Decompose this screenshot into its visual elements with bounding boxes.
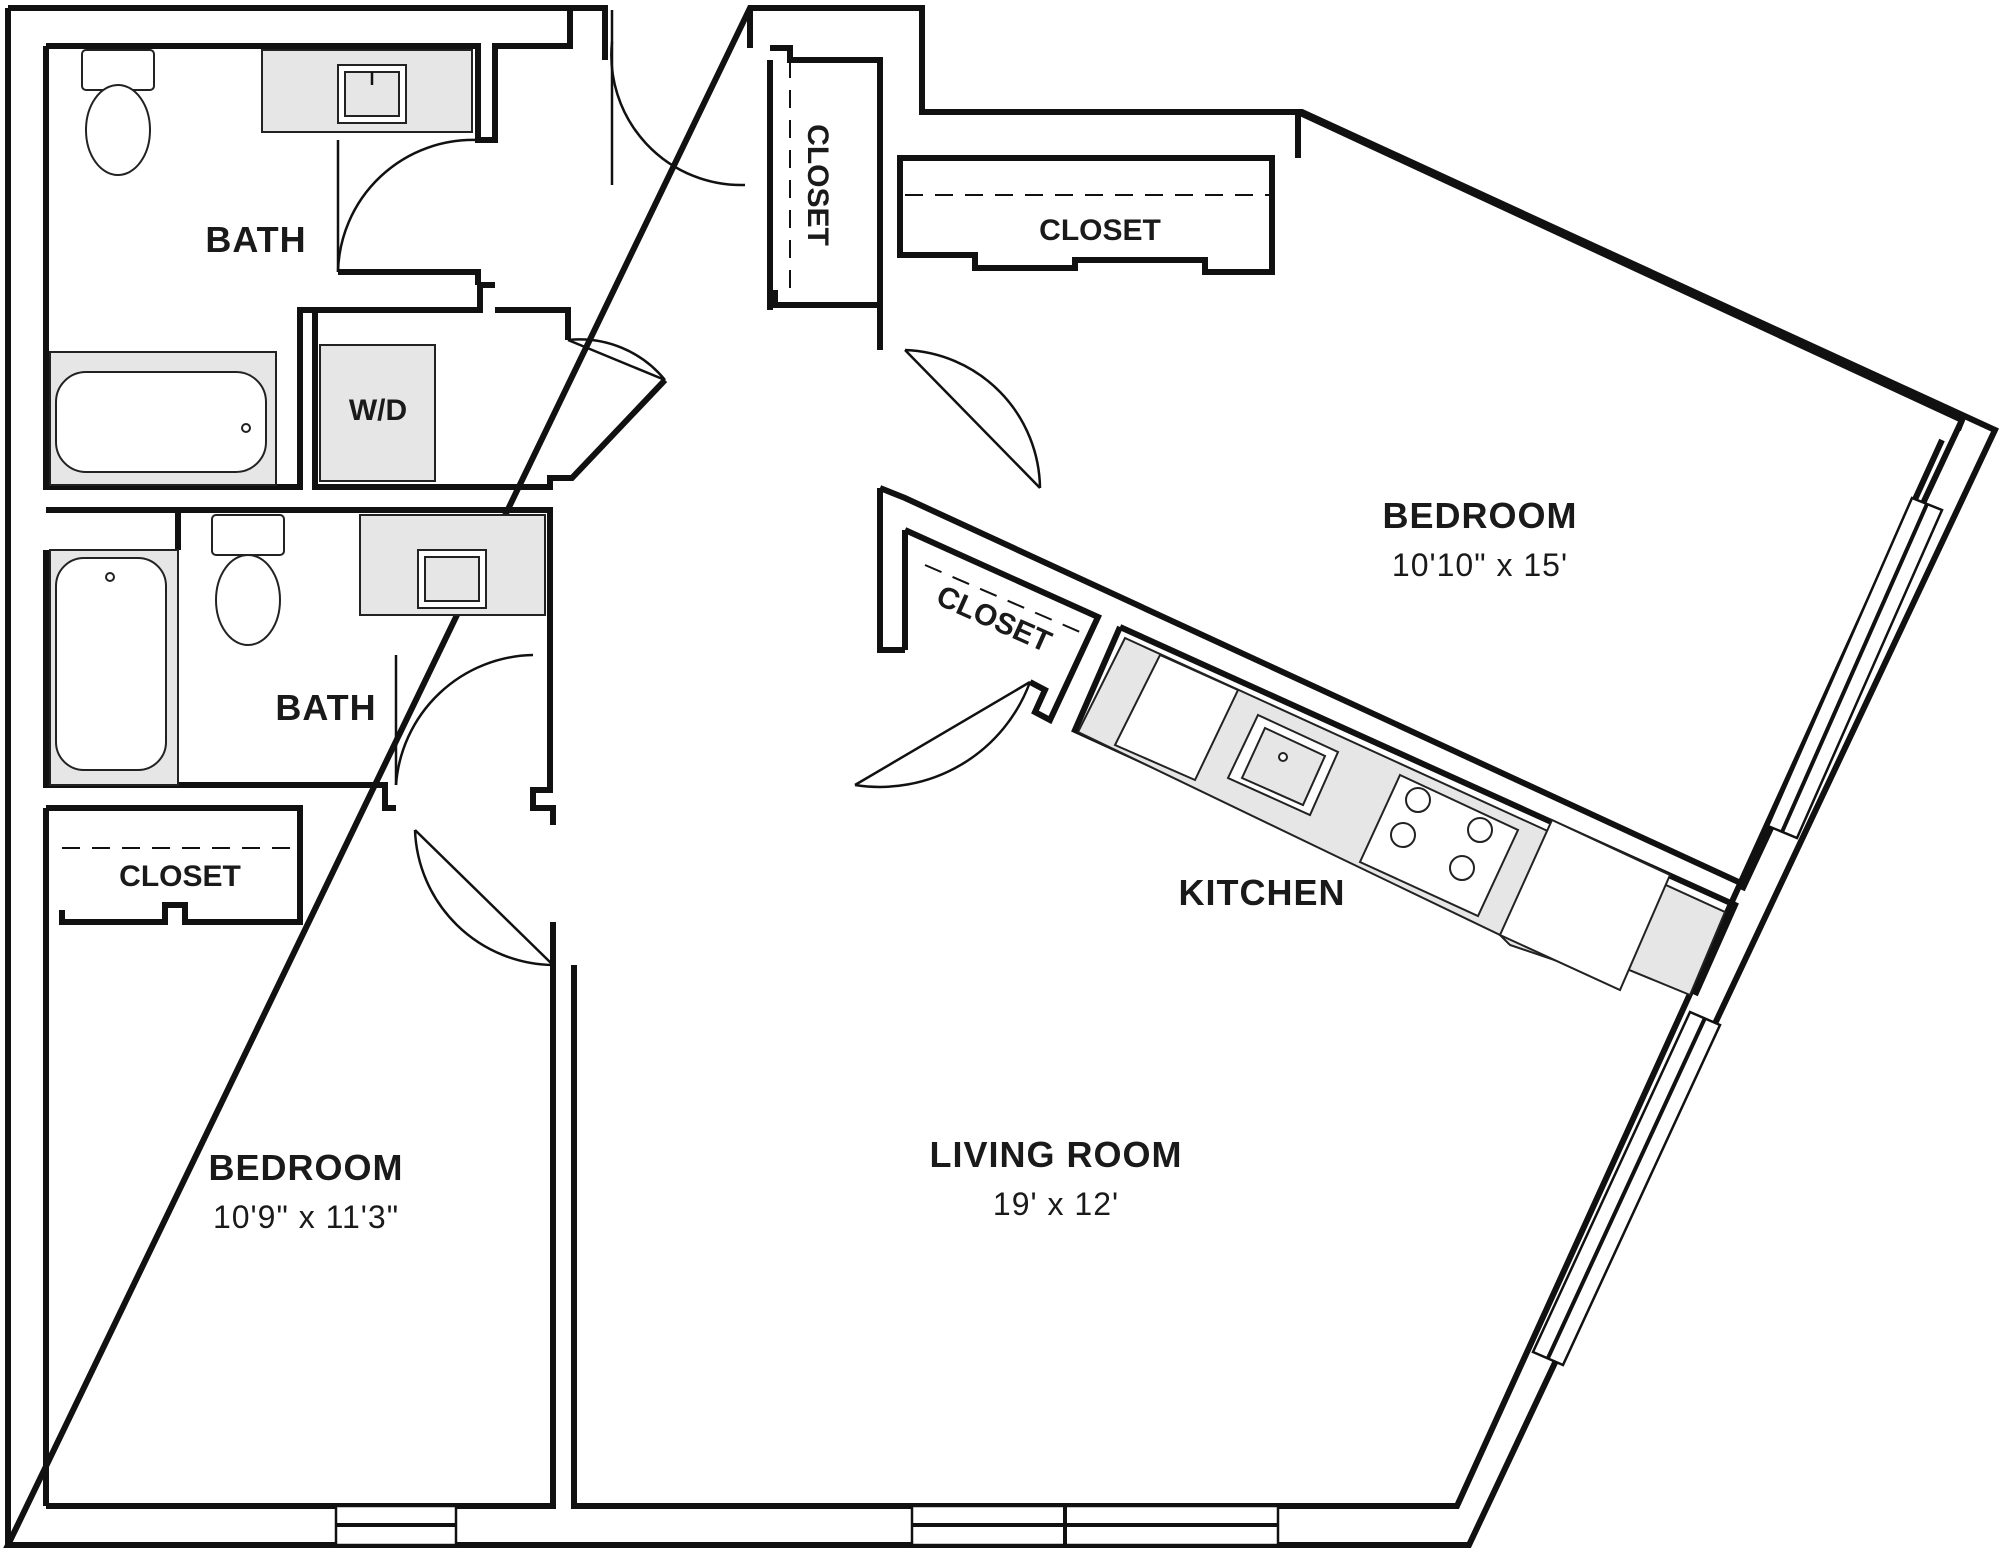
burner-icon bbox=[1449, 855, 1475, 881]
bedroom-left-label: BEDROOM bbox=[209, 1147, 404, 1188]
upper-bath-fixtures bbox=[49, 49, 473, 486]
wd-label: W/D bbox=[349, 394, 407, 427]
toilet-tank-icon bbox=[211, 514, 285, 556]
toilet-bowl-icon bbox=[215, 554, 281, 646]
doors bbox=[336, 10, 1042, 967]
kitchen-fixtures bbox=[1076, 636, 1727, 997]
closet-top-label: CLOSET bbox=[1039, 214, 1161, 247]
room-labels: BATH W/D BATH CLOSET CLOSET CLOSET CLOSE… bbox=[119, 124, 1578, 1235]
dishwasher-icon bbox=[1113, 653, 1240, 782]
closet-rods bbox=[62, 60, 1270, 849]
closet-vertical-label: CLOSET bbox=[801, 124, 834, 246]
interior-walls bbox=[43, 10, 1965, 1506]
toilet-bowl-icon bbox=[85, 84, 151, 176]
bedroom-left-dimensions: 10'9" x 11'3" bbox=[213, 1199, 399, 1235]
windows bbox=[334, 496, 1944, 1547]
refrigerator-icon bbox=[1498, 818, 1672, 992]
bedroom-right-label: BEDROOM bbox=[1383, 495, 1578, 536]
toilet-tank-icon bbox=[81, 49, 155, 91]
burner-icon bbox=[1390, 822, 1416, 848]
lower-bath-fixtures bbox=[49, 514, 546, 786]
burner-icon bbox=[1467, 817, 1493, 843]
living-room-label: LIVING ROOM bbox=[930, 1134, 1183, 1175]
cooktop-icon bbox=[1358, 773, 1520, 918]
lower-bath-label: BATH bbox=[275, 687, 376, 728]
washer-dryer-icon bbox=[319, 344, 436, 482]
living-room-dimensions: 19' x 12' bbox=[993, 1186, 1119, 1222]
wd-fixture bbox=[319, 344, 436, 482]
upper-bath-label: BATH bbox=[205, 219, 306, 260]
burner-icon bbox=[1405, 787, 1431, 813]
closet-left-label: CLOSET bbox=[119, 860, 241, 893]
kitchen-label: KITCHEN bbox=[1179, 872, 1346, 913]
bedroom-right-dimensions: 10'10" x 15' bbox=[1392, 547, 1568, 583]
